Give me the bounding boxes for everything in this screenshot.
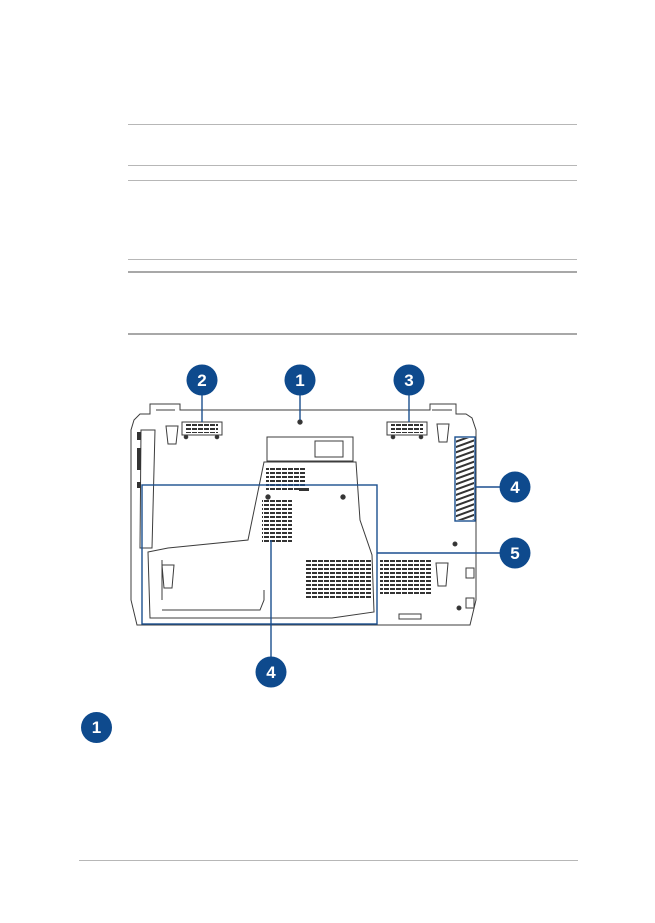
air-vents — [262, 438, 474, 600]
callout-2: 2 — [186, 364, 218, 396]
callout-4-bottom: 4 — [255, 656, 287, 688]
callout-1: 1 — [284, 364, 316, 396]
callout-highlights — [141, 395, 500, 657]
rule-1 — [128, 124, 577, 125]
svg-text:2: 2 — [197, 371, 206, 390]
callout-5: 5 — [499, 537, 531, 569]
svg-text:5: 5 — [510, 544, 519, 563]
svg-text:3: 3 — [404, 371, 413, 390]
callout-3: 3 — [393, 364, 425, 396]
laptop-bottom-diagram: 1 2 3 4 5 4 — [130, 364, 531, 688]
svg-text:4: 4 — [266, 663, 276, 682]
rule-6 — [128, 333, 577, 335]
rule-3 — [128, 180, 577, 181]
rule-2 — [128, 165, 577, 166]
left-speaker — [181, 421, 223, 436]
svg-text:1: 1 — [295, 371, 304, 390]
svg-text:4: 4 — [510, 478, 520, 497]
rule-4 — [128, 259, 577, 260]
footer-rule — [79, 860, 578, 861]
rule-5 — [128, 271, 577, 273]
laptop-chassis — [130, 403, 477, 626]
callout-4-right: 4 — [499, 471, 531, 503]
right-speaker — [386, 421, 428, 436]
legend-badge-1: 1 — [81, 712, 112, 743]
